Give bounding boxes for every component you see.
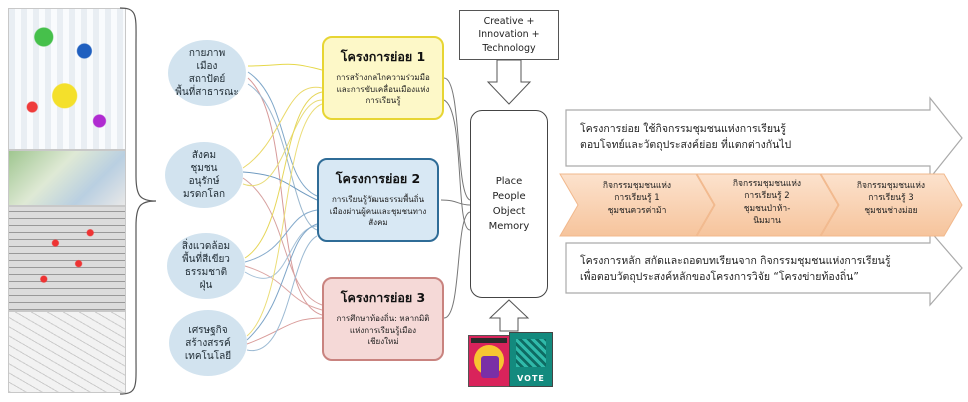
theme-environment: สิ่งแวดล้อม พื้นที่สีเขียว ธรรมชาติ ฝุ่น	[167, 233, 245, 299]
theme-social-community: สังคม ชุมชน อนุรักษ์ มรดกโลก	[165, 142, 243, 208]
theme-label: กายภาพ เมือง สถาปัตย์ พื้นที่สาธารณะ	[175, 48, 239, 98]
activity-2: กิจกรรมชุมชนแห่ง การเรียนรู้ 2 ชุมชนป่าห…	[732, 179, 802, 226]
theme-creative-economy: เศรษฐกิจ สร้างสรรค์ เทคโนโลยี	[169, 310, 247, 376]
map-collage	[8, 8, 126, 393]
top-arrow-text: โครงการย่อย ใช้กิจกรรมชุมชนแห่งการเรียนร…	[580, 123, 792, 152]
map-panel-photo	[8, 150, 126, 206]
book-cover-2: VOTE	[509, 332, 553, 387]
book-cover-1	[468, 335, 510, 387]
sub-project-3: โครงการย่อย 3 การศึกษาท้องถิ่น: หลากมิติ…	[322, 277, 444, 361]
sub-project-description: การเรียนรู้วัฒนธรรมพื้นถิ่น เมืองผ่านผู้…	[329, 195, 427, 228]
sub-project-2: โครงการย่อย 2 การเรียนรู้วัฒนธรรมพื้นถิ่…	[317, 158, 439, 242]
theme-label: สังคม ชุมชน อนุรักษ์ มรดกโลก	[182, 150, 226, 200]
center-concept-box: Place People Object Memory	[470, 110, 548, 298]
input-box-label: Creative + Innovation + Technology	[478, 16, 540, 54]
creative-innovation-box: Creative + Innovation + Technology	[459, 10, 559, 60]
sub-project-title: โครงการย่อย 2	[335, 171, 421, 186]
sub-project-description: การสร้างกลไกความร่วมมือ และการขับเคลื่อน…	[336, 73, 430, 106]
theme-label: เศรษฐกิจ สร้างสรรค์ เทคโนโลยี	[184, 324, 232, 362]
map-panel-landuse	[8, 8, 126, 150]
grouping-brace	[119, 7, 157, 395]
book-vote-label: VOTE	[517, 374, 545, 383]
sub-project-description: การศึกษาท้องถิ่น: หลากมิติ แห่งการเรียนร…	[336, 314, 430, 347]
activity-3: กิจกรรมชุมชนแห่ง การเรียนรู้ 3 ชุมชนช่าง…	[856, 181, 926, 216]
bottom-arrow-text: โครงการหลัก สกัดและถอดบทเรียนจาก กิจกรรม…	[580, 255, 891, 284]
theme-physical-city: กายภาพ เมือง สถาปัตย์ พื้นที่สาธารณะ	[168, 40, 246, 106]
sub-project-title: โครงการย่อย 3	[340, 290, 426, 305]
map-panel-contour	[8, 311, 126, 393]
theme-label: สิ่งแวดล้อม พื้นที่สีเขียว ธรรมชาติ ฝุ่น	[181, 241, 231, 291]
map-panel-street-grid	[8, 206, 126, 311]
sub-project-title: โครงการย่อย 1	[340, 49, 426, 64]
sub-project-1: โครงการย่อย 1 การสร้างกลไกความร่วมมือ แล…	[322, 36, 444, 120]
activity-1: กิจกรรมชุมชนแห่ง การเรียนรู้ 1 ชุมชนควรค…	[602, 181, 672, 216]
center-concept-label: Place People Object Memory	[488, 176, 530, 232]
